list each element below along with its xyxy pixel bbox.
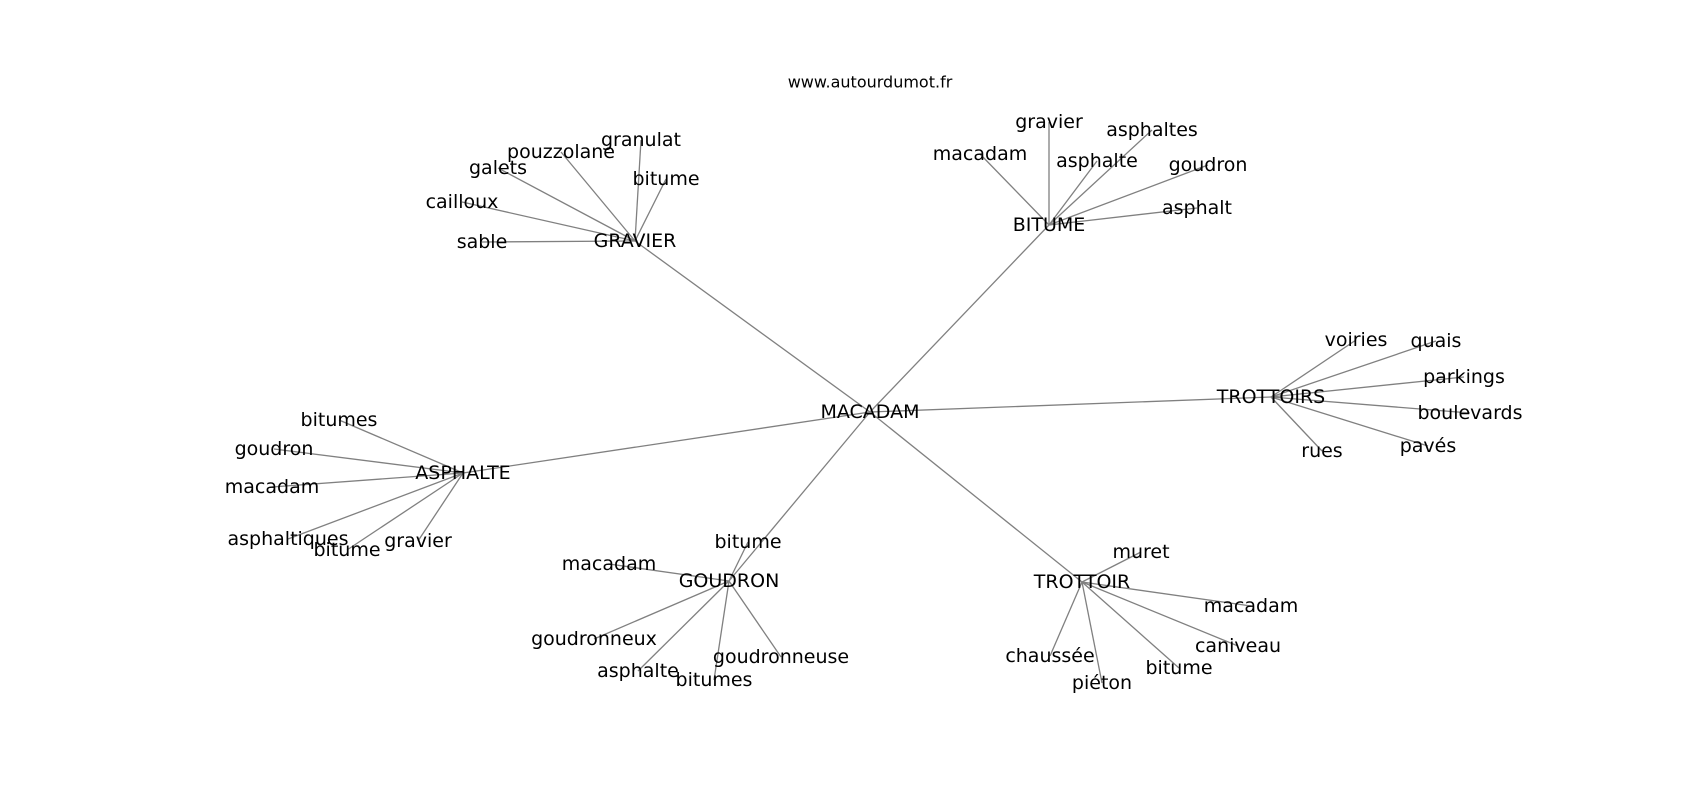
leaf-node[interactable]: asphaltes: [1106, 119, 1198, 141]
leaf-node[interactable]: bitume: [632, 168, 699, 190]
leaf-node[interactable]: goudron: [235, 438, 314, 460]
hub-node-trottoir[interactable]: TROTTOIR: [1033, 571, 1130, 593]
edge-center-goudron: [728, 411, 871, 582]
edge-center-gravier: [634, 240, 871, 413]
leaf-node[interactable]: granulat: [601, 129, 681, 151]
edge-gravier-leaf: [634, 178, 667, 242]
edge-trottoir-leaf: [1081, 581, 1239, 647]
edge-center-trottoir: [869, 411, 1083, 583]
edge-gravier-leaf: [634, 139, 642, 242]
edge-asphalte-leaf: [287, 472, 464, 540]
leaf-node[interactable]: bitumes: [301, 409, 378, 431]
leaf-node[interactable]: rues: [1301, 440, 1342, 462]
leaf-node[interactable]: boulevards: [1417, 402, 1522, 424]
leaf-node[interactable]: asphalt: [1162, 197, 1232, 219]
edge-trottoirs-leaf: [1270, 396, 1429, 447]
edges: [271, 122, 1471, 684]
edge-asphalte-leaf: [338, 419, 464, 474]
edge-trottoirs-leaf: [1270, 376, 1465, 398]
edge-trottoirs-leaf: [1270, 396, 1323, 452]
hub-node-trottoirs[interactable]: TROTTOIRS: [1216, 386, 1325, 408]
hub-node-bitume[interactable]: BITUME: [1013, 214, 1086, 236]
edge-center-trottoirs: [869, 396, 1272, 413]
edge-trottoirs-leaf: [1270, 339, 1357, 398]
leaf-node[interactable]: caniveau: [1195, 635, 1281, 657]
edge-gravier-leaf: [481, 240, 636, 243]
edge-trottoir-leaf: [1081, 581, 1103, 684]
leaf-node[interactable]: asphalte: [597, 660, 679, 682]
edge-goudron-leaf: [637, 580, 730, 672]
leaf-node[interactable]: cailloux: [426, 191, 499, 213]
site-url: www.autourdumot.fr: [788, 73, 953, 92]
hub-node-asphalte[interactable]: ASPHALTE: [415, 462, 510, 484]
edge-center-asphalte: [462, 411, 871, 474]
leaf-node[interactable]: chaussée: [1005, 645, 1094, 667]
leaf-node[interactable]: muret: [1112, 541, 1169, 563]
leaf-node[interactable]: piéton: [1072, 672, 1132, 694]
edge-center-bitume: [869, 224, 1050, 413]
edge-goudron-leaf: [593, 580, 730, 640]
leaf-node[interactable]: gravier: [1015, 111, 1083, 133]
leaf-node[interactable]: voiries: [1325, 329, 1388, 351]
hub-node-gravier[interactable]: GRAVIER: [594, 230, 677, 252]
edge-trottoir-leaf: [1049, 581, 1083, 657]
edge-trottoir-leaf: [1081, 581, 1180, 669]
edge-gravier-leaf: [461, 201, 636, 242]
edge-goudron-leaf: [608, 563, 730, 582]
edge-asphalte-leaf: [271, 472, 464, 488]
edge-trottoir-leaf: [1081, 581, 1252, 607]
leaf-node[interactable]: macadam: [933, 143, 1027, 165]
leaf-node[interactable]: galets: [469, 157, 527, 179]
edge-trottoir-leaf: [1081, 551, 1142, 583]
leaf-node[interactable]: macadam: [1204, 595, 1298, 617]
leaf-node[interactable]: asphalte: [1056, 150, 1138, 172]
leaf-node[interactable]: pavés: [1400, 435, 1457, 457]
leaf-node[interactable]: sable: [457, 231, 508, 253]
edge-bitume-leaf: [1048, 129, 1153, 226]
edge-gravier-leaf: [497, 167, 636, 242]
edge-asphalte-leaf: [273, 448, 464, 474]
edge-goudron-leaf: [713, 580, 730, 681]
center-node[interactable]: MACADAM: [820, 401, 919, 423]
edge-gravier-leaf: [560, 151, 636, 242]
edge-goudron-leaf: [728, 541, 749, 582]
edge-goudron-leaf: [728, 580, 782, 658]
leaf-node[interactable]: asphaltiques: [228, 528, 349, 550]
leaf-node[interactable]: bitumes: [676, 669, 753, 691]
edge-bitume-leaf: [1048, 164, 1209, 226]
leaf-node[interactable]: bitume: [1145, 657, 1212, 679]
leaf-node[interactable]: bitume: [313, 539, 380, 561]
leaf-node[interactable]: goudronneuse: [713, 646, 849, 668]
edge-trottoirs-leaf: [1270, 340, 1437, 398]
leaf-node[interactable]: quais: [1411, 330, 1462, 352]
leaf-node[interactable]: bitume: [714, 531, 781, 553]
leaf-node[interactable]: pouzzolane: [507, 141, 615, 163]
edge-bitume-leaf: [1048, 160, 1098, 226]
leaf-node[interactable]: goudron: [1169, 154, 1248, 176]
leaf-node[interactable]: macadam: [562, 553, 656, 575]
edge-asphalte-leaf: [417, 472, 464, 542]
leaf-node[interactable]: gravier: [384, 530, 452, 552]
edge-asphalte-leaf: [346, 472, 464, 551]
leaf-node[interactable]: goudronneux: [531, 628, 657, 650]
hub-node-goudron[interactable]: GOUDRON: [679, 570, 780, 592]
leaf-node[interactable]: macadam: [225, 476, 319, 498]
edge-bitume-leaf: [1048, 207, 1198, 226]
edge-bitume-leaf: [979, 153, 1050, 226]
leaf-node[interactable]: parkings: [1423, 366, 1505, 388]
edge-trottoirs-leaf: [1270, 396, 1471, 414]
